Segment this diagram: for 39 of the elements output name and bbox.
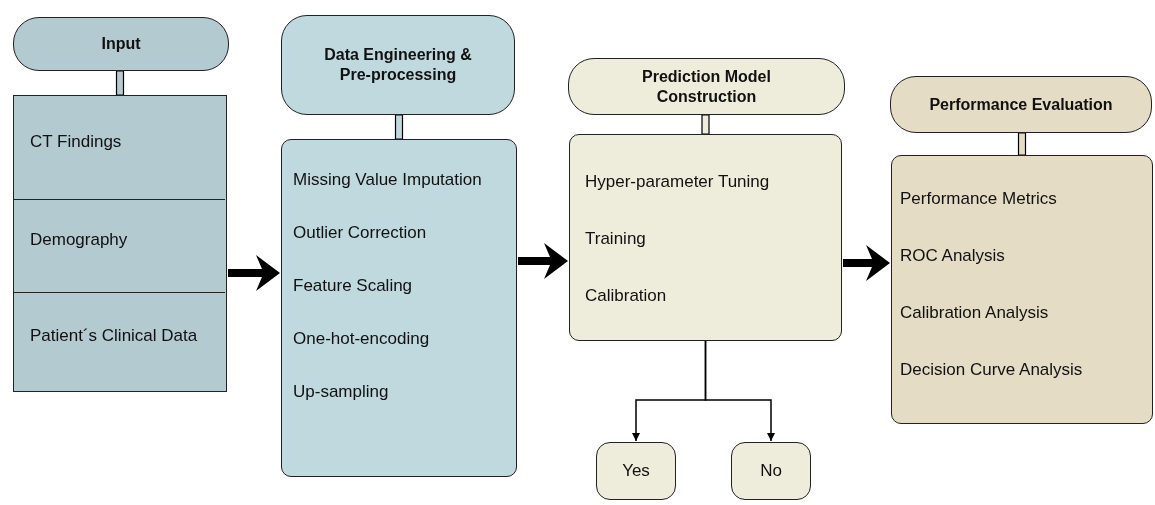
arrow	[228, 255, 280, 291]
connector-bar	[115, 70, 125, 96]
stage-title: Performance Evaluation	[929, 94, 1113, 115]
step-text: No	[760, 461, 782, 481]
step-text: Yes	[622, 461, 650, 481]
step-text: Missing Value Imputation	[293, 170, 482, 190]
outcome-box	[731, 442, 811, 500]
step-text: Up-sampling	[293, 382, 389, 402]
branch-arrow	[704, 340, 775, 442]
step-text: Calibration	[585, 286, 667, 306]
stage-title: Input	[101, 34, 141, 54]
arrow	[843, 245, 890, 281]
stage-header	[568, 58, 845, 115]
step-text: Performance Metrics	[900, 189, 1057, 209]
step-text: Calibration Analysis	[900, 303, 1049, 323]
step-text: Training	[585, 229, 646, 249]
arrow	[518, 243, 568, 279]
step-text: Patient´s Clinical Data	[30, 325, 198, 346]
stage-box	[281, 139, 517, 477]
step-text: Feature Scaling	[293, 276, 413, 296]
outcome-box	[596, 442, 676, 500]
stage-header	[281, 15, 515, 115]
step-text: Outlier Correction	[293, 223, 427, 243]
connector-bar	[701, 114, 710, 135]
connector-bar	[1017, 132, 1027, 156]
stage-header	[13, 17, 229, 71]
stage-box	[569, 134, 842, 341]
step-text: Decision Curve Analysis	[900, 360, 1083, 380]
stage-box	[891, 155, 1153, 424]
connector-bar	[394, 114, 404, 140]
step-text: CT Findings	[30, 131, 122, 152]
stage-header	[890, 76, 1152, 133]
step-text: Demography	[30, 230, 128, 250]
step-text: Hyper-parameter Tuning	[585, 172, 770, 192]
stage-title: Prediction Model Construction	[641, 66, 772, 107]
stage-box	[13, 95, 227, 392]
step-text: ROC Analysis	[900, 246, 1005, 266]
stage-title: Data Engineering & Pre-processing	[323, 45, 473, 85]
step-text: One-hot-encoding	[293, 329, 430, 349]
